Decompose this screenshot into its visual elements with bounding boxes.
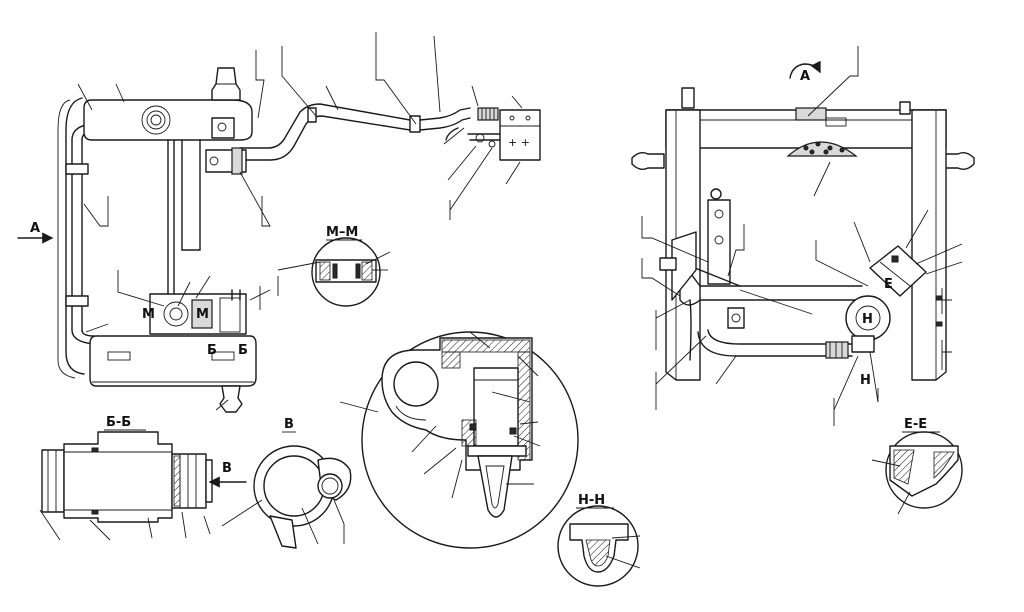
section-mark-n: Н	[860, 373, 871, 388]
view-v-clamp: В	[221, 417, 352, 549]
pump-mark-n: Н	[862, 312, 873, 327]
view-v-arrow: В	[208, 461, 247, 488]
section-n-n: Н-Н	[557, 493, 641, 587]
section-e-e: Е-Е	[871, 417, 963, 515]
view-a-title: А	[800, 69, 810, 84]
section-b-b-title: Б-Б	[106, 415, 131, 430]
svg-text:+ +: + +	[508, 136, 530, 149]
rotate-arrow-icon	[789, 60, 821, 79]
main-side-view: + +	[57, 32, 541, 413]
view-a-right: А	[631, 46, 975, 426]
detail-coupling	[339, 331, 579, 549]
view-v-arrow-label: В	[222, 461, 232, 476]
view-v-title: В	[284, 417, 294, 432]
section-m-m-title: М–М	[326, 225, 358, 240]
section-mark-b-right: Б	[238, 343, 248, 358]
section-m-m: М–М	[277, 225, 391, 307]
section-mark-e: Е	[884, 277, 893, 292]
section-mark-m-left: М	[142, 307, 155, 322]
section-mark-m-right: М	[196, 307, 209, 322]
section-e-e-title: Е-Е	[904, 417, 927, 432]
section-mark-b-left: Б	[207, 343, 217, 358]
view-a-arrow: А	[17, 221, 54, 244]
view-a-arrow-label: А	[30, 221, 40, 236]
section-n-n-title: Н-Н	[578, 493, 605, 508]
section-b-b: Б-Б	[39, 415, 213, 541]
